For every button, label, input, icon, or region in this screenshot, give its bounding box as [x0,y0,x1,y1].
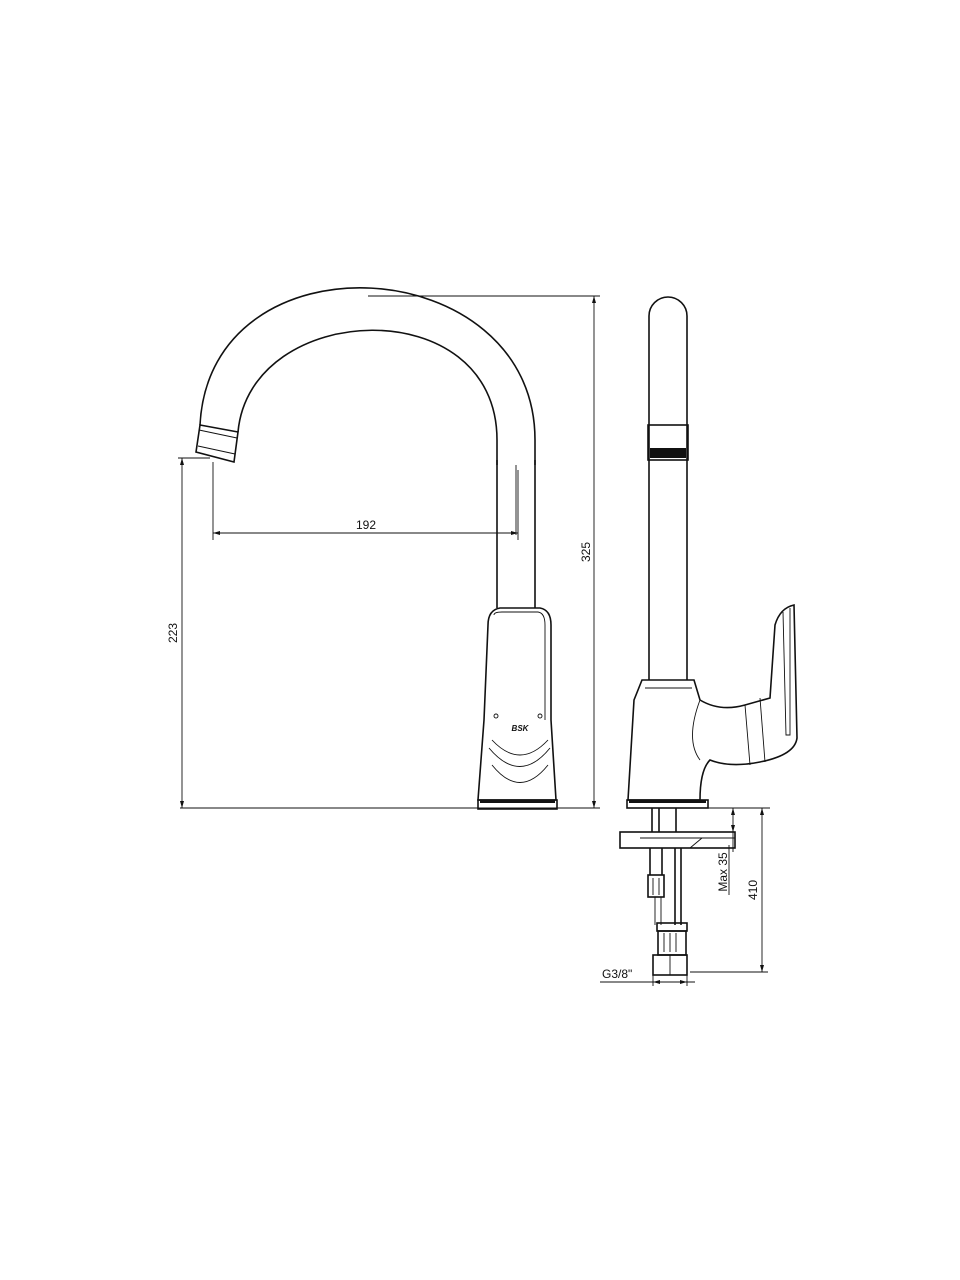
dimension-label-223: 223 [166,623,180,643]
dimension-223: 223 [166,457,210,808]
dimension-label-325: 325 [579,542,593,562]
spout-inner-arc [237,329,498,465]
dimension-g3-8: G3/8" [600,967,695,986]
dimension-label-410: 410 [746,880,760,900]
dimension-192: 192 [212,462,519,540]
side-view: Max 35 410 G3/8" [600,296,798,986]
aerator-nozzle [195,424,239,464]
aerator-band [647,424,689,461]
dimension-label-max-35: Max 35 [716,852,730,892]
dimension-label-192: 192 [356,518,376,532]
spout-tube [496,460,536,608]
dimension-max-35: Max 35 [708,807,770,895]
dimension-410: 410 [690,808,768,973]
faucet-body: BSK [477,607,558,810]
brand-mark: BSK [512,724,530,733]
mounting-assembly [619,808,736,976]
dimension-label-g3-8: G3/8" [602,967,632,981]
faucet-body-side [626,604,798,809]
spout-tube-side [648,296,688,680]
front-view: BSK 192 223 325 [166,287,600,810]
spout-outer-arc [199,287,536,465]
dimension-325: 325 [180,295,600,809]
